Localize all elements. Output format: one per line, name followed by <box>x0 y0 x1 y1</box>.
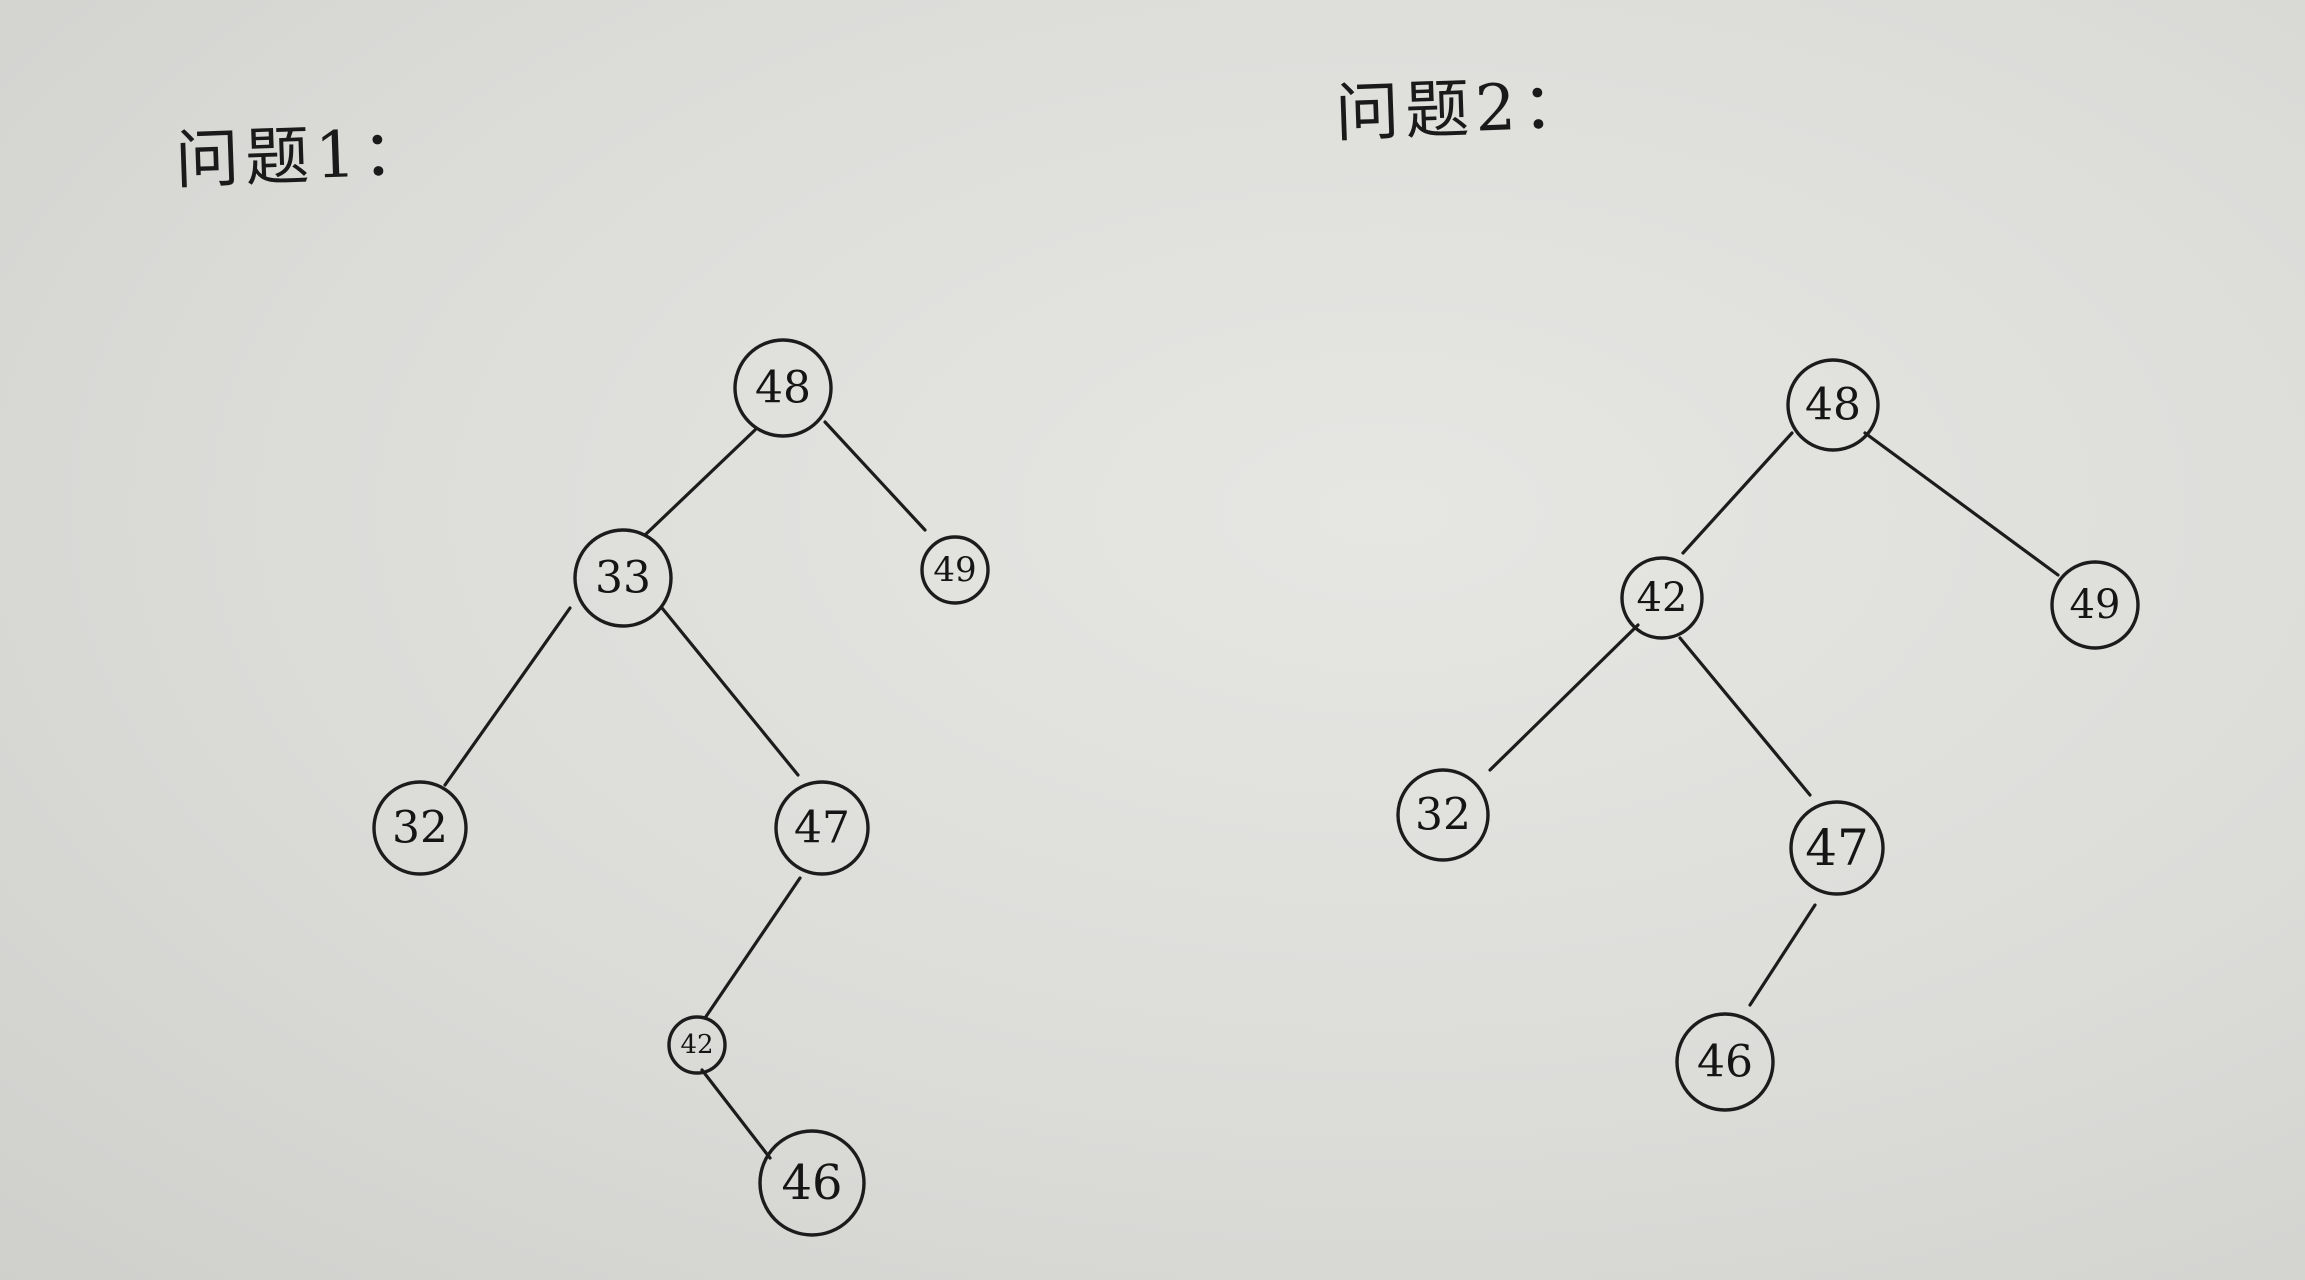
edge-42-47 <box>1678 636 1812 797</box>
edge-48-33 <box>643 428 757 537</box>
tree1-node-left-right-left-right: 46 <box>758 1129 866 1237</box>
tree-1: 48 33 49 32 47 42 46 <box>372 338 990 1237</box>
edge-42-46 <box>700 1068 772 1160</box>
edge-33-47 <box>660 606 800 777</box>
tree2-node-left: 42 <box>1620 556 1704 640</box>
edge-42-32 <box>1488 623 1640 772</box>
tree2-node-left-right: 47 <box>1789 800 1885 896</box>
tree1-node-left-right-left-label: 42 <box>680 1030 713 1060</box>
edge-48-42 <box>1681 431 1794 555</box>
tree1-node-left-left: 32 <box>372 780 468 876</box>
edge-48-49 <box>823 420 927 532</box>
tree2-node-left-left: 32 <box>1396 768 1490 862</box>
edge-48-49 <box>1863 431 2060 577</box>
tree1-node-root: 48 <box>733 338 833 438</box>
tree-2: 48 42 49 32 47 46 <box>1396 358 2140 1112</box>
tree2-node-left-label: 42 <box>1637 575 1688 621</box>
tree1-node-left: 33 <box>573 528 673 628</box>
tree2-node-left-right-left: 46 <box>1675 1012 1775 1112</box>
tree1-node-left-right-label: 47 <box>794 803 850 854</box>
tree2-node-left-left-label: 32 <box>1415 790 1471 841</box>
tree1-node-root-label: 48 <box>755 363 811 414</box>
edge-47-42 <box>703 876 802 1020</box>
tree2-node-right-label: 49 <box>2070 582 2121 628</box>
tree1-node-left-right-left-right-label: 46 <box>781 1155 842 1211</box>
tree1-node-left-label: 33 <box>595 553 651 604</box>
tree1-node-left-left-label: 32 <box>392 803 448 854</box>
tree2-node-root-label: 48 <box>1805 380 1861 431</box>
tree1-node-left-right: 47 <box>774 780 870 876</box>
edge-33-32 <box>443 606 572 787</box>
tree2-node-right: 49 <box>2050 560 2140 650</box>
tree1-node-right: 49 <box>920 535 990 605</box>
tree2-node-root: 48 <box>1786 358 1880 452</box>
edge-47-46 <box>1748 903 1817 1007</box>
tree1-node-left-right-left: 42 <box>667 1015 727 1075</box>
tree2-node-left-right-left-label: 46 <box>1697 1037 1753 1088</box>
tree2-node-left-right-label: 47 <box>1805 819 1869 877</box>
tree1-node-right-label: 49 <box>933 550 976 590</box>
